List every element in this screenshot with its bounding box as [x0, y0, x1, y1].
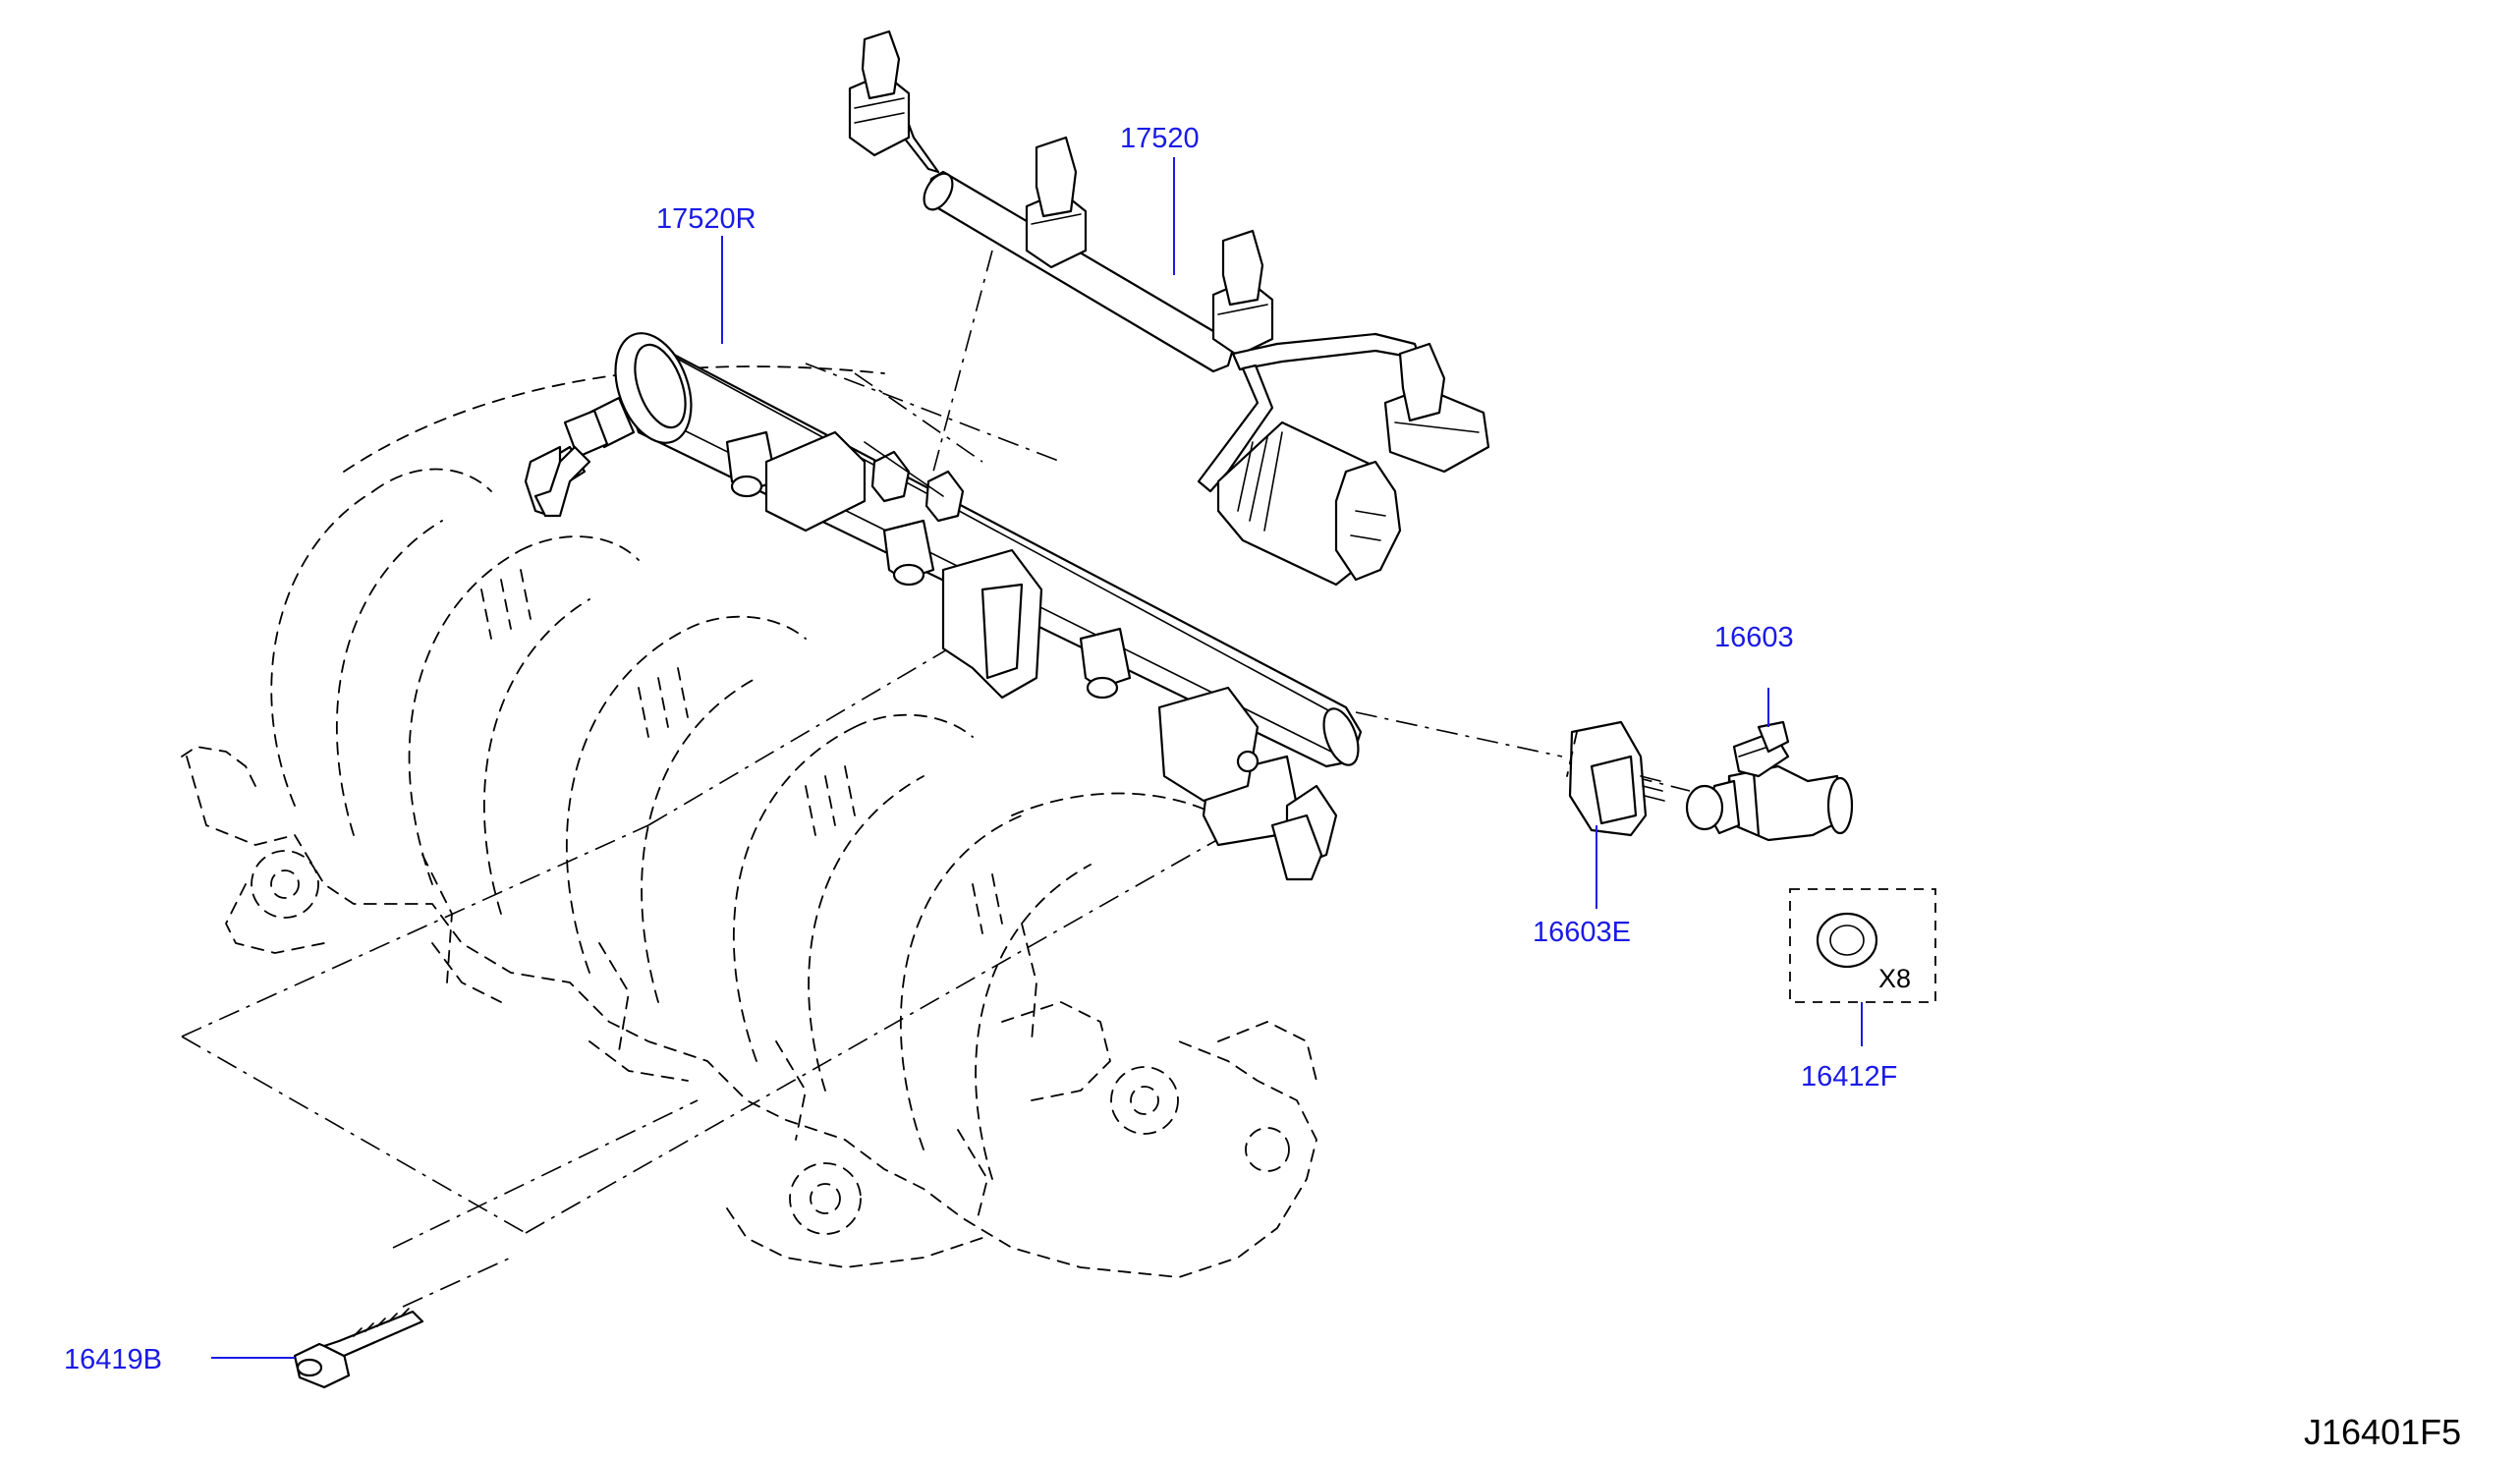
label-bolt[interactable]: 16419B: [64, 1344, 162, 1375]
leader-lines: [211, 157, 1863, 1359]
label-injector-seal[interactable]: 16412F: [1801, 1061, 1897, 1093]
label-fuel-tube-assembly[interactable]: 17520R: [656, 203, 756, 235]
fuel-injector-harness: [848, 29, 1490, 587]
fuel-rail-assembly: [524, 332, 1363, 881]
label-fuel-tube-harness[interactable]: 17520: [1120, 123, 1200, 154]
reference-lines: [181, 250, 1691, 1308]
label-seal-quantity: X8: [1878, 964, 1911, 993]
label-injector-clip[interactable]: 16603E: [1533, 917, 1631, 948]
injector-clip: [1566, 720, 1665, 837]
intake-manifold-ghost: [181, 365, 1317, 1278]
fuel-injector: [1685, 720, 1854, 842]
diagram-code: J16401F5: [2304, 1412, 2461, 1452]
bolt: [293, 1308, 424, 1389]
label-fuel-injector[interactable]: 16603: [1714, 622, 1794, 653]
injector-seal-box: [1789, 888, 1936, 1003]
